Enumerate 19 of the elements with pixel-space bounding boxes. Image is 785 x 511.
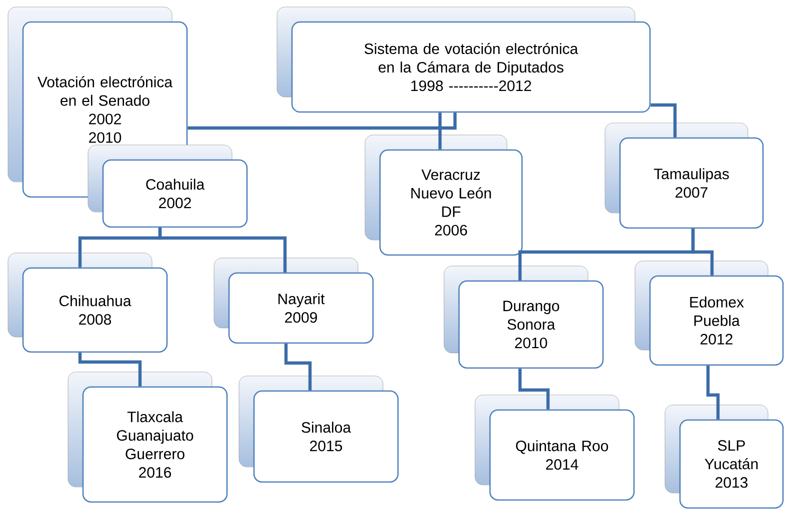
process-box: Sinaloa 2015: [238, 376, 399, 483]
connector-line: [518, 368, 550, 410]
process-box: Edomex Puebla 2012: [634, 260, 784, 366]
process-box: Tamaulipas 2007: [604, 122, 764, 229]
connector-line: [284, 344, 312, 390]
process-box: Chihuahua 2008: [8, 252, 168, 353]
process-box: SLP Yucatán 2013: [664, 404, 784, 509]
connector-line: [438, 112, 442, 150]
process-box: Durango Sonora 2010: [444, 266, 604, 369]
connector-line: [188, 112, 457, 130]
process-box: Sistema de votación electrónica en la Cámara de Diputados 1998 ----------2012: [276, 6, 651, 113]
process-box: Veracruz Nuevo León DF 2006: [364, 134, 523, 256]
process-box: Tlaxcala Guanajuato Guerrero 2016: [68, 372, 228, 503]
connector-line: [78, 352, 142, 386]
connector-line: [706, 366, 720, 420]
process-box: Nayarit 2009: [214, 258, 374, 344]
connector-line: [691, 228, 714, 276]
process-box: Coahuila 2002: [88, 144, 248, 228]
process-box: Quintana Roo 2014: [474, 394, 635, 501]
